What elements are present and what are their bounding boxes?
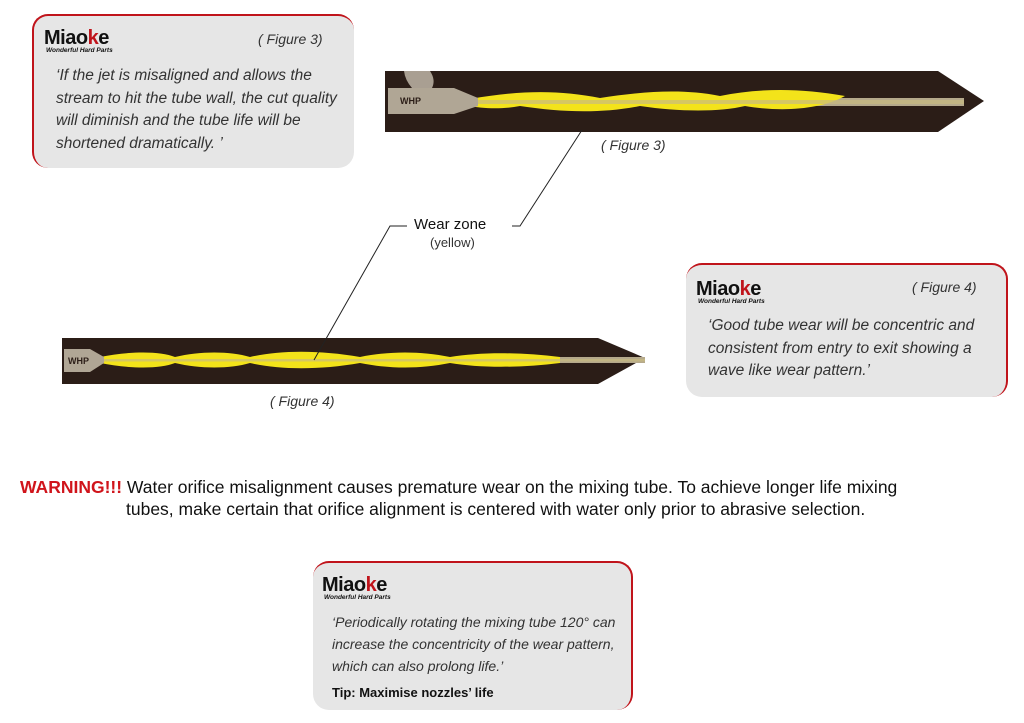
tip-heading: Tip: Maximise nozzles’ life — [332, 685, 494, 700]
figure3-caption: ( Figure 3) — [601, 137, 666, 153]
tube-figure3: WHP — [385, 71, 984, 132]
logo-tagline: Wonderful Hard Parts — [324, 594, 391, 601]
figure4-quote-text: ‘Good tube wear will be concentric and c… — [708, 317, 975, 379]
miaoke-logo: Miaoke — [322, 574, 387, 596]
figure3-quote-text: ‘If the jet is misaligned and allows the… — [56, 67, 337, 152]
warning-line1: Water orifice misalignment causes premat… — [122, 477, 898, 497]
miaoke-logo: Miaoke — [44, 27, 109, 49]
logo-tagline: Wonderful Hard Parts — [46, 47, 113, 54]
warning-label: WARNING!!! — [20, 477, 123, 497]
figure4-quote-card: Miaoke Wonderful Hard Parts ( Figure 4) … — [686, 263, 1008, 397]
figure-reference: ( Figure 3) — [258, 31, 323, 47]
whp-label: WHP — [68, 356, 89, 366]
tip-quote-text: ‘Periodically rotating the mixing tube 1… — [332, 614, 616, 674]
wear-zone-leader-bottom — [313, 225, 407, 361]
wear-zone-leader-top — [512, 129, 583, 227]
figure-reference: ( Figure 4) — [912, 279, 977, 295]
whp-label: WHP — [400, 96, 421, 106]
miaoke-logo: Miaoke — [696, 278, 761, 300]
warning-text: WARNING!!! Water orifice misalignment ca… — [20, 476, 1020, 520]
wear-zone-title: Wear zone — [414, 216, 487, 233]
wear-zone-subtitle: (yellow) — [430, 235, 475, 250]
figure4-caption: ( Figure 4) — [270, 393, 335, 409]
figure3-quote-card: Miaoke Wonderful Hard Parts ( Figure 3) … — [32, 14, 354, 168]
warning-line2: tubes, make certain that orifice alignme… — [126, 499, 866, 519]
tip-card: Miaoke Wonderful Hard Parts ‘Periodicall… — [313, 561, 633, 710]
logo-tagline: Wonderful Hard Parts — [698, 298, 765, 305]
tube-figure4: WHP — [62, 338, 645, 384]
